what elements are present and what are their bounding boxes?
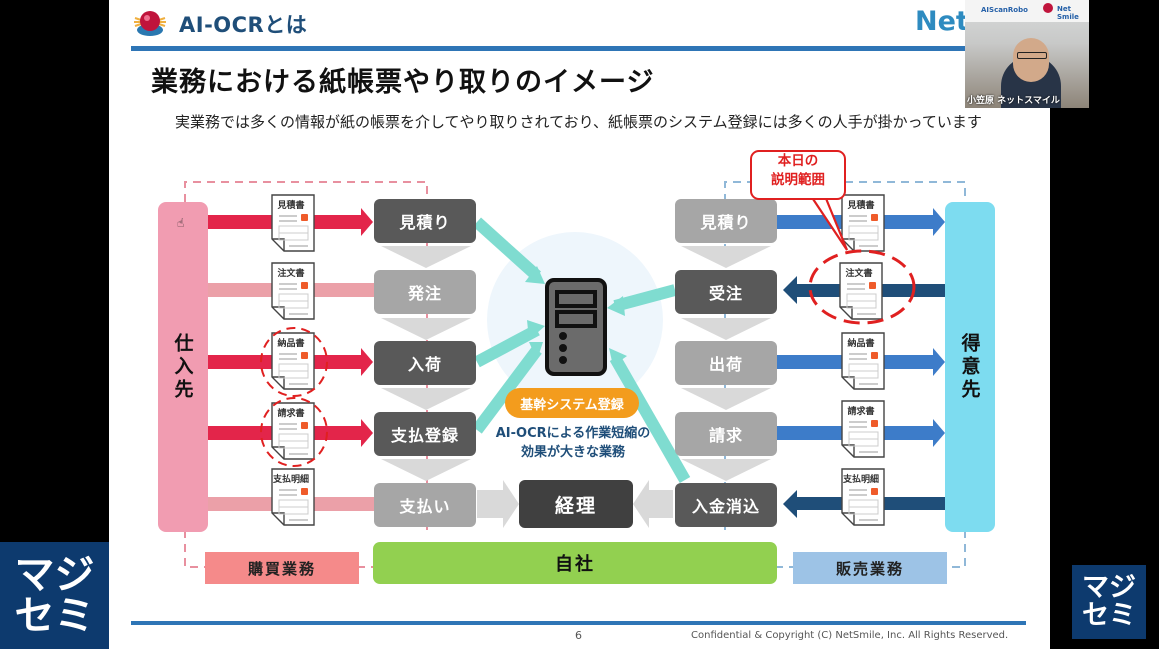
doc-label: 注文書 — [845, 269, 873, 279]
document-icon — [271, 468, 315, 526]
own-company-band: 自社 — [373, 542, 777, 584]
ai-ocr-caption: AI-OCRによる作業短縮の 効果が大きな業務 — [483, 424, 663, 462]
caption-line-1: AI-OCRによる作業短縮の — [495, 426, 651, 441]
doc-label: 見積書 — [277, 201, 305, 211]
supplier-label: 仕入先 — [171, 332, 194, 402]
document-icon — [841, 332, 885, 390]
right-doc-invoice: 請求書 — [841, 400, 885, 458]
left-step-receiving: 入荷 — [374, 341, 476, 385]
footer-divider — [131, 621, 1026, 625]
left-step-order: 発注 — [374, 270, 476, 314]
speaker-glasses — [1017, 52, 1047, 59]
aiscanrobo-logo: AIScanRobo — [981, 6, 1028, 14]
section-title: AI-OCRとは — [179, 13, 308, 37]
copyright-text: Confidential & Copyright (C) NetSmile, I… — [691, 630, 1009, 641]
doc-label: 見積書 — [847, 201, 875, 211]
right-step-order-receipt: 受注 — [675, 270, 777, 314]
document-icon — [841, 468, 885, 526]
right-doc-payment-statement: 支払明細 — [841, 468, 885, 526]
hand-cursor-icon: ☝ — [177, 216, 185, 230]
badge-line-1: マジ — [1082, 572, 1136, 604]
doc-label: 請求書 — [277, 409, 305, 419]
right-step-shipping: 出荷 — [675, 341, 777, 385]
right-step-billing: 請求 — [675, 412, 777, 456]
page-number: 6 — [575, 629, 582, 642]
left-step-estimate: 見積り — [374, 199, 476, 243]
page-title: 業務における紙帳票やり取りのイメージ — [151, 67, 655, 98]
left-step-payment-registration: 支払登録 — [374, 412, 476, 456]
left-doc-quotation: 見積書 — [271, 194, 315, 252]
customer-box: 得意先 — [945, 202, 995, 532]
doc-label: 注文書 — [277, 269, 305, 279]
right-doc-purchase-order: 注文書 — [839, 262, 883, 320]
callout-line-1: 本日の — [777, 153, 819, 169]
document-icon — [841, 400, 885, 458]
supplier-box: 仕入先 — [158, 202, 208, 532]
document-icon — [271, 194, 315, 252]
netsmile-globe-logo-icon — [134, 11, 166, 36]
webcam-video-tile[interactable]: AIScanRobo Net Smile 小笠原 ネットスマイル — [965, 0, 1089, 108]
badge-line-1: マジ — [14, 551, 95, 598]
document-icon — [271, 262, 315, 320]
doc-label: 支払明細 — [272, 475, 309, 485]
presentation-slide: AI-OCRとは NetS 業務における紙帳票やり取りのイメージ 実業務では多く… — [109, 0, 1050, 649]
left-doc-payment-statement: 支払明細 — [271, 468, 315, 526]
customer-label: 得意先 — [958, 332, 981, 402]
scope-callout: 本日の 説明範囲 — [750, 150, 846, 200]
right-doc-quotation: 見積書 — [841, 194, 885, 252]
left-doc-invoice: 請求書 — [271, 402, 315, 460]
webcam-logo-bar: AIScanRobo Net Smile — [965, 0, 1089, 22]
caption-line-2: 効果が大きな業務 — [520, 445, 625, 460]
doc-label: 納品書 — [277, 339, 305, 349]
sales-band: 販売業務 — [793, 552, 947, 584]
netsmile-globe-icon — [1043, 3, 1053, 13]
speaker-name-caption: 小笠原 ネットスマイル — [967, 96, 1060, 106]
accounting-box: 経理 — [519, 480, 633, 528]
majisemi-badge-left: マジ セミ — [0, 542, 109, 649]
majisemi-badge-right: マジ セミ — [1072, 565, 1146, 639]
badge-line-2: セミ — [14, 592, 95, 639]
badge-line-2: セミ — [1082, 600, 1136, 631]
right-doc-delivery-note: 納品書 — [841, 332, 885, 390]
right-step-payment-reconciliation: 入金消込 — [675, 483, 777, 527]
netsmile-logo: Net Smile — [1057, 5, 1079, 21]
left-step-payment: 支払い — [374, 483, 476, 527]
speaker-face — [1013, 38, 1049, 82]
doc-label: 納品書 — [847, 339, 875, 349]
core-system-label: 基幹システム登録 — [505, 388, 639, 418]
server-icon — [545, 278, 607, 376]
doc-label: 請求書 — [847, 407, 875, 417]
callout-line-2: 説明範囲 — [771, 172, 825, 188]
left-doc-purchase-order: 注文書 — [271, 262, 315, 320]
right-step-estimate: 見積り — [675, 199, 777, 243]
purchasing-band: 購買業務 — [205, 552, 359, 584]
doc-label: 支払明細 — [842, 475, 879, 485]
lead-text: 実業務では多くの情報が紙の帳票を介してやり取りされており、紙帳票のシステム登録に… — [175, 113, 982, 131]
left-doc-delivery-note: 納品書 — [271, 332, 315, 390]
header-divider — [131, 46, 1050, 51]
